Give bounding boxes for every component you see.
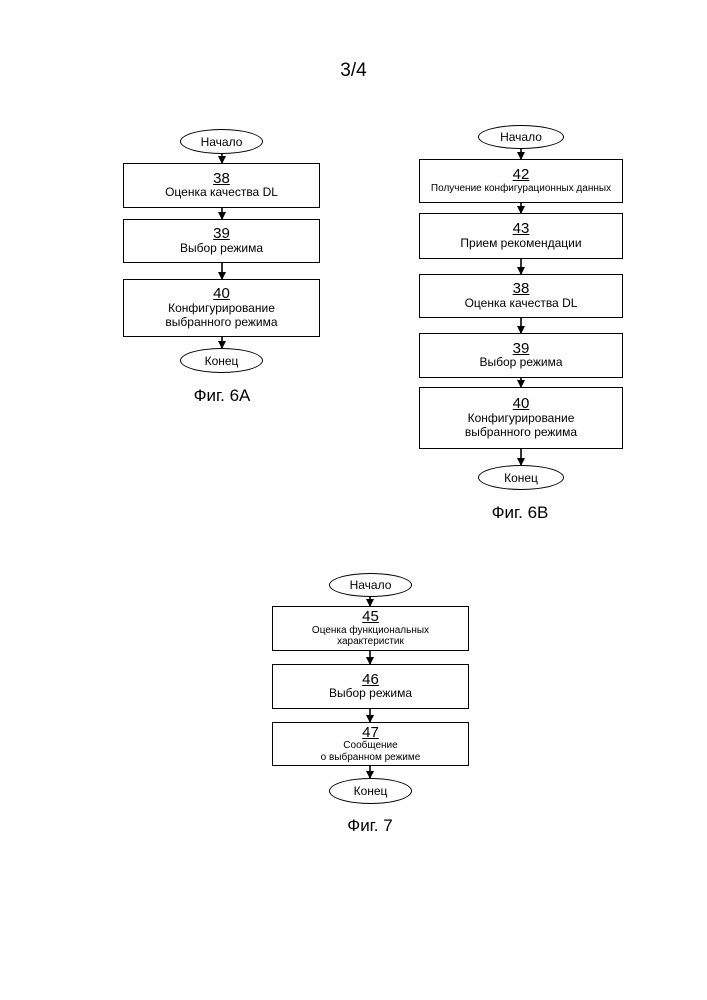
step-number: 45 [362, 609, 379, 625]
step-number: 39 [213, 226, 230, 242]
step-label-line1: Оценка функциональных [312, 625, 429, 637]
fig6b-step-43: 43 Прием рекомендации [419, 213, 623, 259]
fig6a-caption: Фиг. 6A [172, 386, 272, 406]
step-number: 43 [513, 221, 530, 237]
step-label: Выбор режима [180, 242, 263, 256]
fig6b-caption: Фиг. 6B [470, 503, 570, 523]
fig6b-start-terminal: Начало [478, 125, 564, 149]
step-label: Оценка качества DL [165, 186, 278, 200]
fig6a-end-terminal: Конец [180, 348, 263, 373]
step-label-line2: о выбранном режиме [321, 752, 421, 764]
fig6b-start-label: Начало [500, 130, 542, 144]
step-label: Выбор режима [479, 356, 562, 370]
fig7-step-46: 46 Выбор режима [272, 664, 469, 709]
step-number: 39 [513, 341, 530, 357]
step-label: Выбор режима [329, 687, 412, 701]
fig6a-step-38: 38 Оценка качества DL [123, 163, 320, 208]
fig6a-end-label: Конец [205, 354, 239, 368]
fig6a-step-39: 39 Выбор режима [123, 219, 320, 263]
step-number: 38 [513, 281, 530, 297]
fig6a-step-40: 40 Конфигурирование выбранного режима [123, 279, 320, 337]
fig6a-start-terminal: Начало [180, 129, 263, 154]
step-number: 46 [362, 672, 379, 688]
fig6b-end-terminal: Конец [478, 465, 564, 490]
fig6b-step-39: 39 Выбор режима [419, 333, 623, 378]
fig7-end-terminal: Конец [329, 778, 412, 804]
fig7-step-45: 45 Оценка функциональных характеристик [272, 606, 469, 651]
step-label-line1: Сообщение [343, 740, 397, 752]
step-label: Прием рекомендации [460, 237, 581, 251]
fig6b-step-38: 38 Оценка качества DL [419, 274, 623, 318]
fig6b-step-42: 42 Получение конфигурационных данных [419, 159, 623, 203]
step-number: 40 [513, 396, 530, 412]
fig7-step-47: 47 Сообщение о выбранном режиме [272, 722, 469, 766]
fig6a-start-label: Начало [201, 135, 243, 149]
step-label-line2: выбранного режима [165, 316, 277, 330]
fig6b-end-label: Конец [504, 471, 538, 485]
step-label-line1: Конфигурирование [468, 412, 575, 426]
step-label: Оценка качества DL [465, 297, 578, 311]
step-number: 40 [213, 286, 230, 302]
step-number: 42 [513, 167, 530, 183]
step-label-line1: Конфигурирование [168, 302, 275, 316]
fig7-start-terminal: Начало [329, 573, 412, 597]
step-label-line2: характеристик [337, 636, 404, 648]
fig7-caption: Фиг. 7 [320, 816, 420, 836]
step-number: 47 [362, 725, 379, 741]
fig7-start-label: Начало [350, 578, 392, 592]
fig6b-step-40: 40 Конфигурирование выбранного режима [419, 387, 623, 449]
fig7-end-label: Конец [354, 784, 388, 798]
step-label-line2: выбранного режима [465, 426, 577, 440]
step-label: Получение конфигурационных данных [431, 183, 611, 195]
step-number: 38 [213, 171, 230, 187]
